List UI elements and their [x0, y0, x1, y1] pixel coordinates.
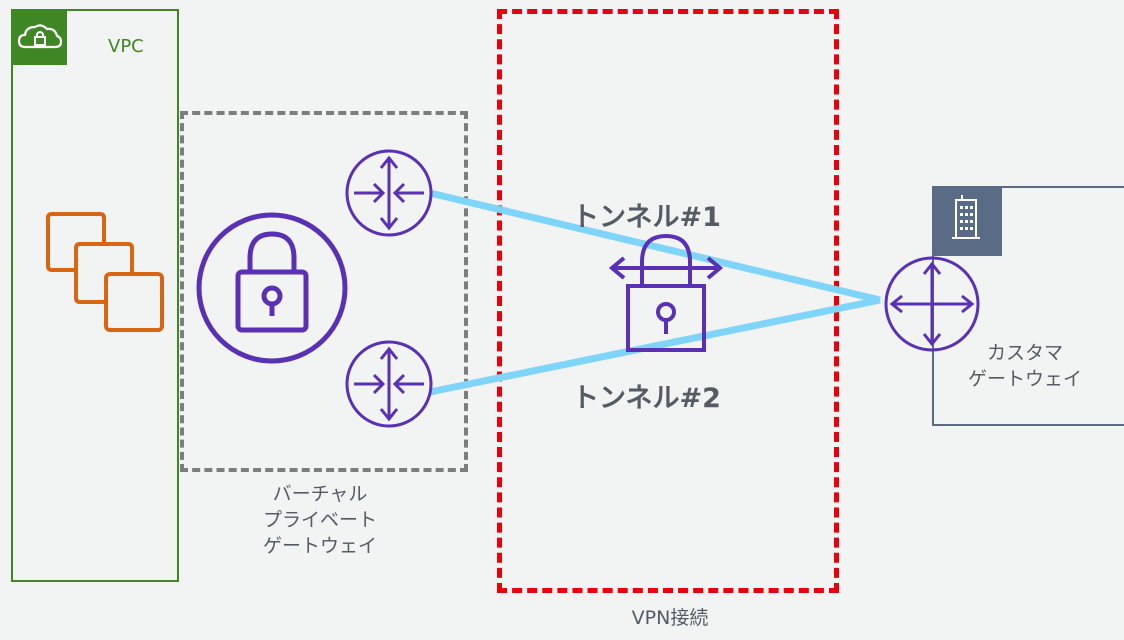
tunnel-1-line — [429, 189, 881, 304]
vpc-container — [11, 9, 179, 582]
vpn-connection-group — [497, 9, 839, 593]
vpc-badge — [11, 9, 67, 65]
router-bottom-icon — [345, 340, 433, 428]
instances-icon — [46, 212, 164, 332]
tunnel-2-line — [429, 296, 881, 396]
lock-circle-icon — [196, 212, 348, 364]
virtual-private-gateway-group — [180, 111, 468, 472]
customer-gateway-label: カスタマ ゲートウェイ — [967, 342, 1082, 390]
tunnel-2-label: トンネル#2 — [572, 383, 721, 414]
vpn-connection-label: VPN接続 — [631, 607, 709, 629]
router-top-icon — [345, 149, 433, 237]
cloud-lock-icon — [17, 24, 63, 49]
building-badge — [932, 186, 1002, 256]
virtual-private-gateway-label: バーチャル プライベート ゲートウェイ — [262, 483, 377, 557]
building-icon — [952, 195, 980, 239]
tunnel-1-label: トンネル#1 — [572, 202, 721, 233]
customer-router-icon — [884, 256, 980, 352]
vpc-label: VPC — [108, 36, 144, 57]
vpn-lock-icon — [608, 233, 724, 352]
